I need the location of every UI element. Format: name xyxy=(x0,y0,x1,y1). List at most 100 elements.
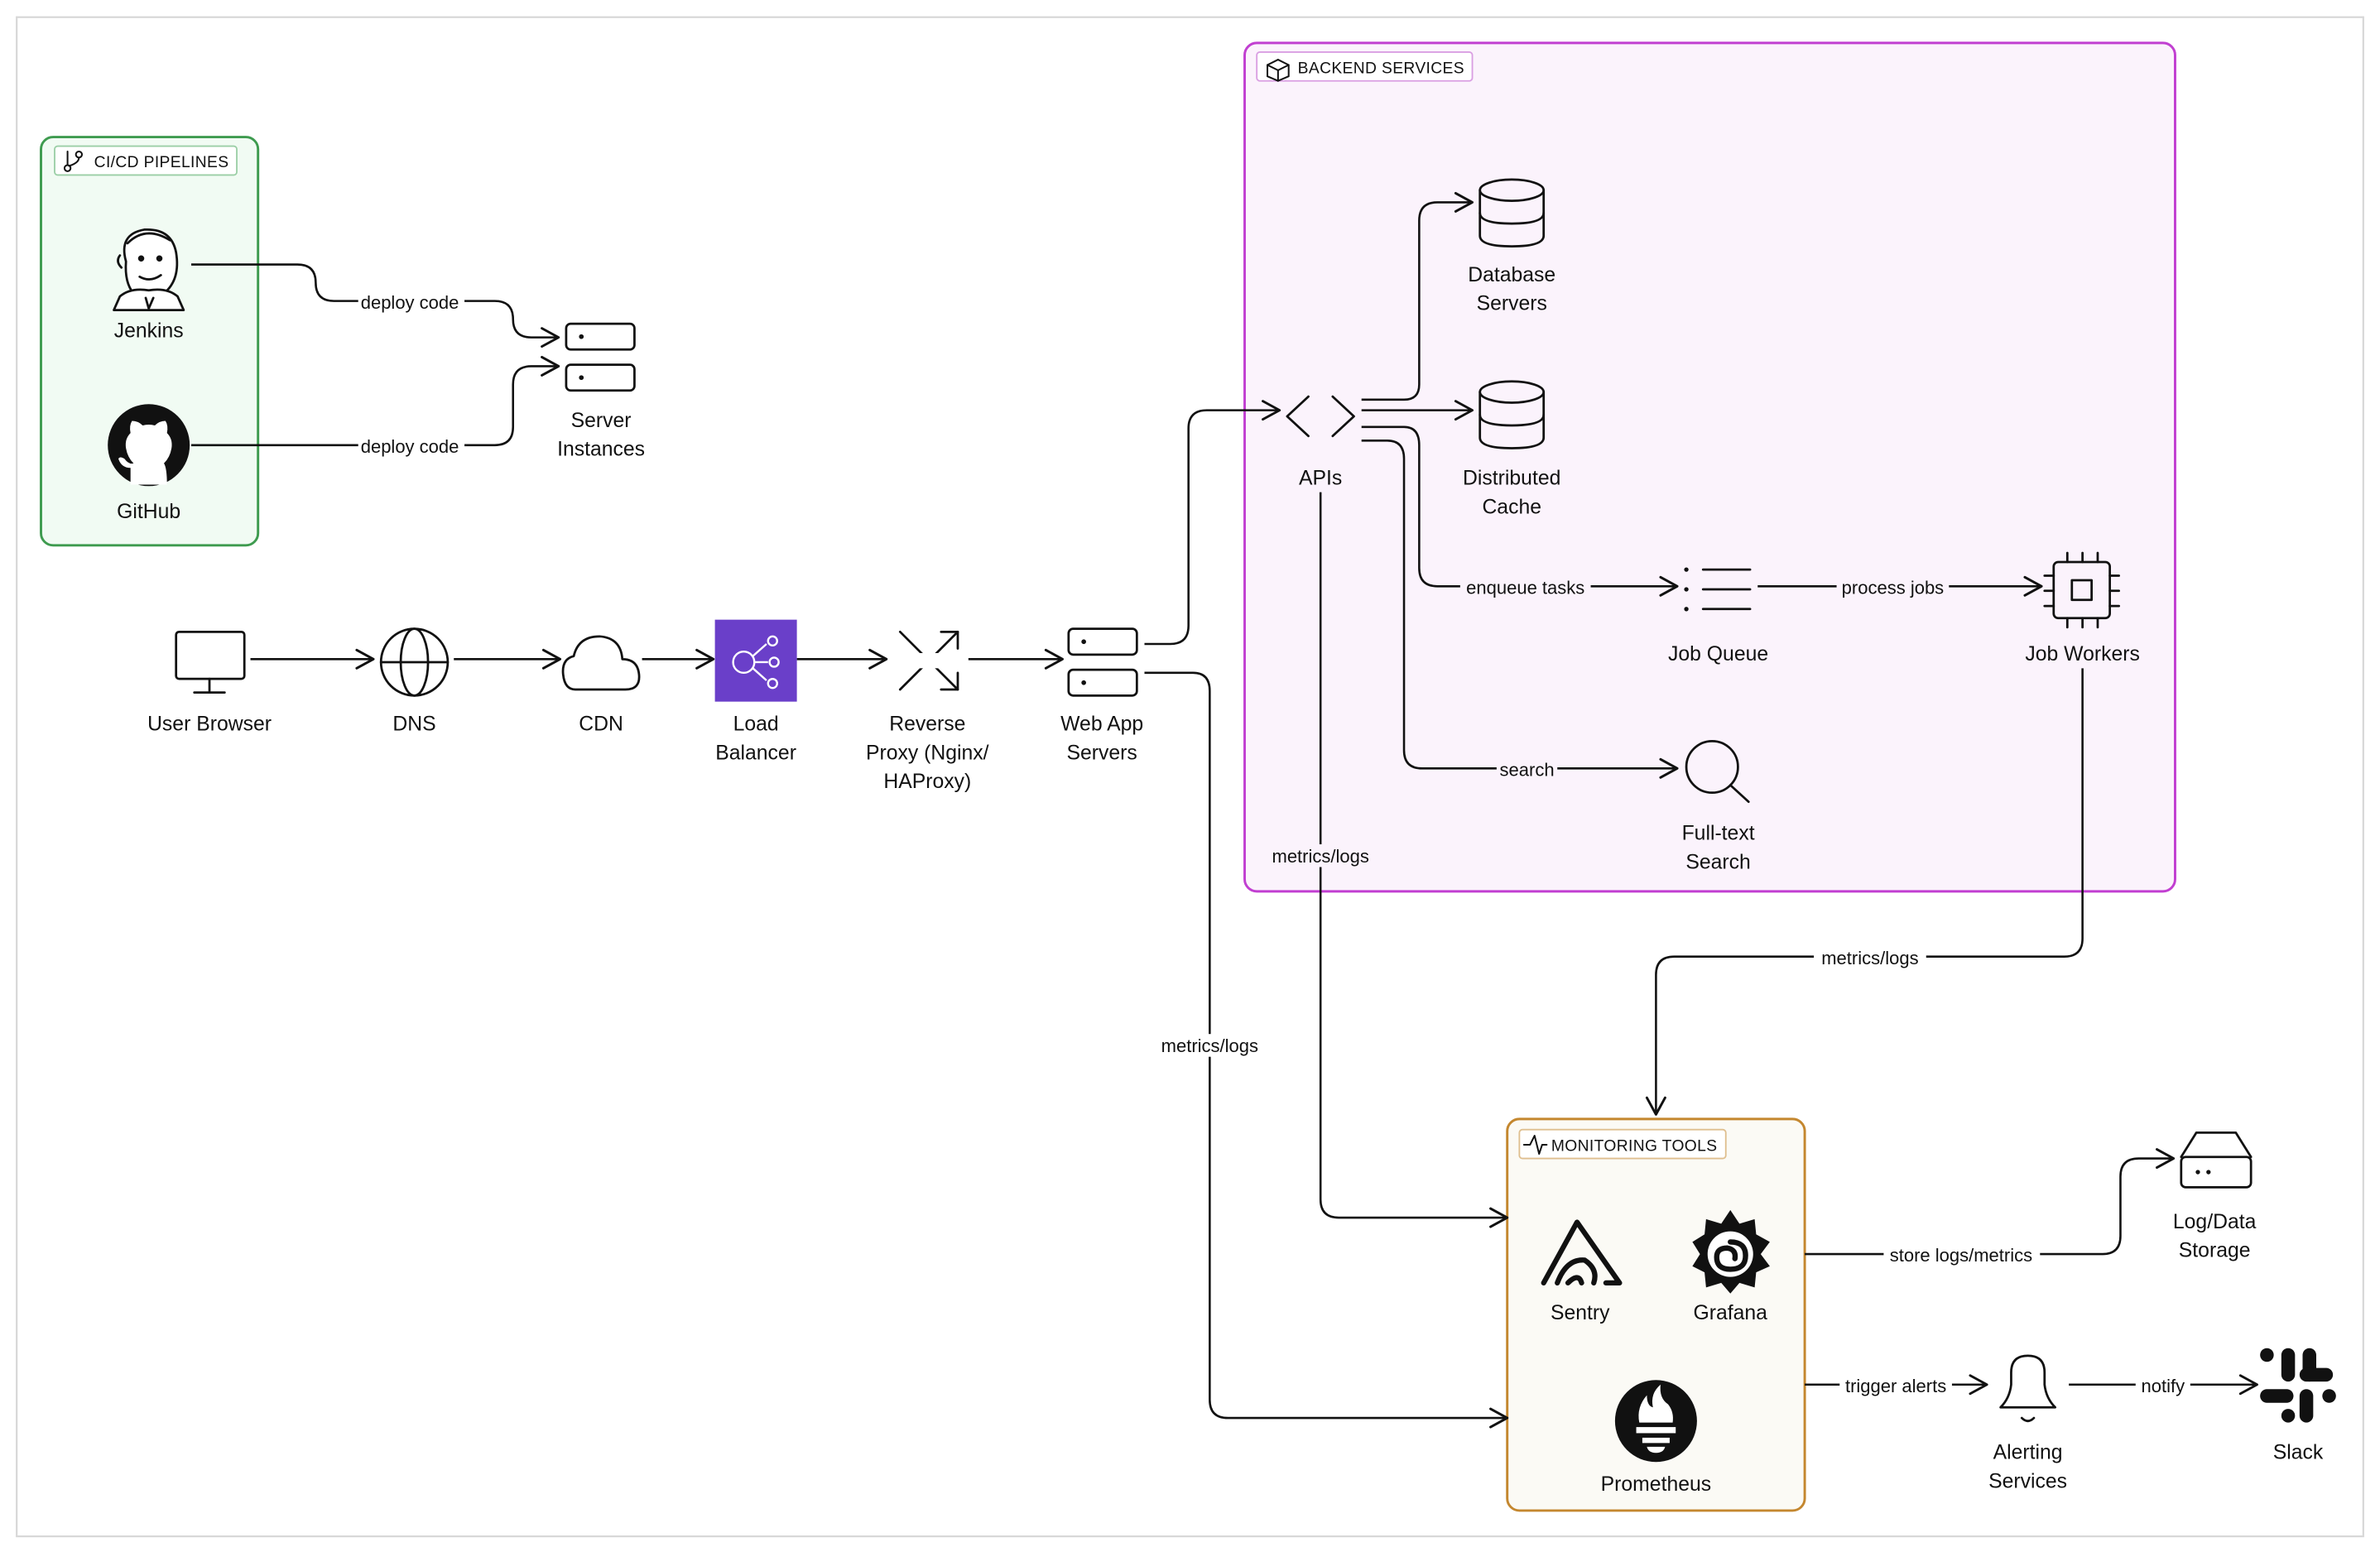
server-instances-node[interactable]: Server Instances xyxy=(557,322,645,461)
jenkins-label: Jenkins xyxy=(114,320,184,343)
database-icon-cache xyxy=(1478,380,1546,449)
jenkins-icon xyxy=(113,228,185,311)
job-workers-node[interactable]: Job Workers xyxy=(2025,551,2140,665)
alerting-services-label-1: Alerting xyxy=(1993,1442,2063,1464)
monitoring-group-label: MONITORING TOOLS xyxy=(1551,1137,1718,1155)
edge-label-workers-metrics: metrics/logs xyxy=(1821,948,1918,968)
job-queue-label: Job Queue xyxy=(1668,643,1768,665)
backend-group-label: BACKEND SERVICES xyxy=(1298,60,1464,78)
load-balancer-label-1: Load xyxy=(733,713,779,735)
distributed-cache-label-2: Cache xyxy=(1482,496,1541,518)
sentry-label: Sentry xyxy=(1551,1302,1610,1324)
backend-services-group[interactable]: BACKEND SERVICES xyxy=(1243,41,2176,893)
code-brackets-icon xyxy=(1286,395,1355,438)
edge-label-trigger: trigger alerts xyxy=(1845,1376,1946,1396)
web-app-servers-node[interactable]: Web App Servers xyxy=(1060,627,1143,765)
edge-label-notify: notify xyxy=(2142,1376,2185,1396)
edge-apis-sentry xyxy=(1319,492,1509,1228)
package-icon xyxy=(1267,59,1290,82)
cicd-pipelines-group[interactable]: CI/CD PIPELINES xyxy=(40,136,260,547)
edge-label-process: process jobs xyxy=(1842,577,1945,598)
activity-icon xyxy=(1522,1135,1548,1156)
reverse-proxy-node[interactable]: Reverse Proxy (Nginx/ HAProxy) xyxy=(866,630,989,793)
edge-apis-queue xyxy=(1361,425,1679,597)
github-icon xyxy=(108,404,190,487)
apis-label: APIs xyxy=(1299,467,1342,489)
web-app-servers-label-2: Servers xyxy=(1067,742,1137,764)
full-text-search-label-2: Search xyxy=(1685,851,1750,873)
job-queue-node[interactable]: Job Queue xyxy=(1668,567,1768,665)
user-browser-node[interactable]: User Browser xyxy=(147,630,272,735)
prometheus-icon xyxy=(1614,1380,1697,1463)
user-browser-label: User Browser xyxy=(147,713,272,735)
edge-label-store: store logs/metrics xyxy=(1890,1245,2032,1266)
edge-apis-search xyxy=(1361,440,1679,779)
server-rack-icon-web xyxy=(1067,627,1138,697)
monitor-icon xyxy=(175,630,246,694)
hard-drive-icon xyxy=(2180,1132,2253,1189)
full-text-search-node[interactable]: Full-text Search xyxy=(1682,739,1755,873)
dns-label: DNS xyxy=(392,713,435,735)
edge-apis-db xyxy=(1361,191,1474,401)
list-icon xyxy=(1684,567,1752,612)
bell-icon xyxy=(1999,1354,2056,1423)
edge-label-github-deploy: deploy code xyxy=(361,436,459,457)
edge-label-enqueue: enqueue tasks xyxy=(1466,577,1584,598)
sentry-node[interactable]: Sentry xyxy=(1541,1219,1623,1324)
distributed-cache-node[interactable]: Distributed Cache xyxy=(1463,380,1560,519)
log-data-storage-label-1: Log/Data xyxy=(2173,1211,2257,1233)
load-balancer-icon-bg xyxy=(714,619,797,702)
reverse-proxy-label-1: Reverse xyxy=(889,713,965,735)
git-branch-icon xyxy=(63,150,84,172)
jenkins-node[interactable]: Jenkins xyxy=(113,228,185,343)
github-node[interactable]: GitHub xyxy=(108,404,190,523)
log-data-storage-node[interactable]: Log/Data Storage xyxy=(2173,1132,2257,1262)
edge-label-web-metrics: metrics/logs xyxy=(1161,1035,1258,1056)
alerting-services-label-2: Services xyxy=(1988,1470,2067,1492)
server-instances-label-1: Server xyxy=(571,410,632,432)
database-servers-node[interactable]: Database Servers xyxy=(1468,178,1555,315)
prometheus-label: Prometheus xyxy=(1601,1473,1711,1496)
slack-node[interactable]: Slack xyxy=(2260,1348,2336,1464)
edge-label-jenkins-deploy: deploy code xyxy=(361,292,459,313)
server-instances-label-2: Instances xyxy=(557,439,645,461)
slack-icon xyxy=(2260,1348,2336,1423)
reverse-proxy-label-2: Proxy (Nginx/ xyxy=(866,742,989,764)
job-workers-label: Job Workers xyxy=(2025,643,2139,665)
reverse-proxy-label-3: HAProxy) xyxy=(883,771,971,793)
full-text-search-label-1: Full-text xyxy=(1682,823,1755,845)
prometheus-node[interactable]: Prometheus xyxy=(1601,1380,1711,1496)
cdn-node[interactable]: CDN xyxy=(561,635,641,736)
cloud-icon xyxy=(561,635,641,691)
edge-label-apis-metrics: metrics/logs xyxy=(1272,846,1369,867)
apis-node[interactable]: APIs xyxy=(1286,395,1355,489)
web-app-servers-label-1: Web App xyxy=(1060,713,1143,735)
search-icon xyxy=(1685,739,1750,804)
grafana-icon xyxy=(1692,1209,1770,1294)
globe-icon xyxy=(379,627,450,697)
edge-label-search: search xyxy=(1500,760,1555,781)
database-servers-label-2: Servers xyxy=(1477,293,1547,315)
sentry-icon xyxy=(1541,1219,1623,1286)
database-servers-label-1: Database xyxy=(1468,264,1555,286)
database-icon xyxy=(1478,178,1546,247)
edge-labels: deploy code deploy code enqueue tasks pr… xyxy=(358,290,2190,1397)
cicd-group-label: CI/CD PIPELINES xyxy=(94,154,229,171)
cpu-icon xyxy=(2043,551,2121,629)
edge-web-apis xyxy=(1144,400,1281,646)
grafana-label: Grafana xyxy=(1694,1302,1768,1324)
edge-monitoring-storage xyxy=(1805,1148,2176,1256)
alerting-services-node[interactable]: Alerting Services xyxy=(1988,1354,2067,1493)
github-label: GitHub xyxy=(117,501,180,523)
edge-github-servers xyxy=(191,355,560,447)
load-balancer-node[interactable]: Load Balancer xyxy=(714,619,797,765)
slack-label: Slack xyxy=(2273,1442,2324,1464)
grafana-node[interactable]: Grafana xyxy=(1692,1209,1770,1324)
log-data-storage-label-2: Storage xyxy=(2179,1240,2251,1262)
load-balancer-label-2: Balancer xyxy=(715,742,796,764)
distributed-cache-label-1: Distributed xyxy=(1463,467,1560,489)
load-balancer-icon xyxy=(732,635,780,690)
dns-node[interactable]: DNS xyxy=(379,627,450,736)
server-rack-icon xyxy=(565,322,636,392)
